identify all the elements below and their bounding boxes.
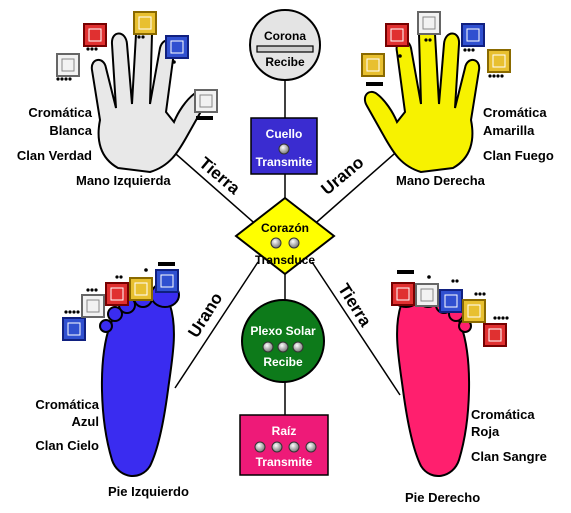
blue-glyph-icon xyxy=(155,269,179,293)
cuello-name: Cuello xyxy=(266,127,303,141)
left-foot xyxy=(99,282,180,477)
blue-glyph-icon xyxy=(461,23,485,47)
left-foot-chromatic-1: Cromática xyxy=(35,397,99,412)
right-hand-clan: Clan Fuego xyxy=(483,148,554,163)
left-foot-name: Pie Izquierdo xyxy=(108,484,189,499)
corona-name: Corona xyxy=(264,29,306,43)
right-hand-chromatic-1: Cromática xyxy=(483,105,547,120)
white-glyph-icon xyxy=(81,294,105,318)
right-hand-name: Mano Derecha xyxy=(396,173,485,188)
axis-label-lower-left: Urano xyxy=(184,289,226,341)
left-foot-chromatic-2: Azul xyxy=(71,414,99,429)
white-glyph-icon xyxy=(415,283,439,307)
yellow-glyph-icon xyxy=(129,277,153,301)
left-hand-name: Mano Izquierda xyxy=(76,173,171,188)
left-hand-chromatic-1: Cromática xyxy=(28,105,92,120)
cuello-role: Transmite xyxy=(256,155,313,169)
yellow-glyph-icon xyxy=(462,299,486,323)
red-glyph-icon xyxy=(105,282,129,306)
corona-node: Corona Recibe xyxy=(249,9,321,81)
white-glyph-icon xyxy=(194,89,218,113)
cuello-node: Cuello Transmite xyxy=(250,117,318,175)
white-glyph-icon xyxy=(417,11,441,35)
white-glyph-icon xyxy=(56,53,80,77)
left-hand-clan: Clan Verdad xyxy=(16,148,92,163)
red-glyph-icon xyxy=(83,23,107,47)
right-foot-chromatic-1: Cromática xyxy=(471,407,535,422)
corazon-name: Corazón xyxy=(261,221,309,235)
raiz-name: Raíz xyxy=(272,424,297,438)
right-hand-chromatic-2: Amarilla xyxy=(483,123,535,138)
corona-role: Recibe xyxy=(265,55,305,69)
glyph-tiles xyxy=(56,11,511,347)
right-foot-clan: Clan Sangre xyxy=(471,449,547,464)
blue-glyph-icon xyxy=(439,289,463,313)
right-hand xyxy=(363,22,481,174)
right-foot-name: Pie Derecho xyxy=(405,490,481,505)
raiz-node: Raíz Transmite xyxy=(239,414,329,476)
red-glyph-icon xyxy=(385,23,409,47)
corazon-role: Transduce xyxy=(255,253,315,267)
red-glyph-icon xyxy=(483,323,507,347)
plexo-role: Recibe xyxy=(263,355,303,369)
right-foot-chromatic-2: Roja xyxy=(471,424,500,439)
yellow-glyph-icon xyxy=(361,53,385,77)
plexo-solar-node: Plexo Solar Recibe xyxy=(241,299,325,383)
plexo-name: Plexo Solar xyxy=(250,324,316,338)
axis-label-upper-right: Urano xyxy=(318,153,368,199)
red-glyph-icon xyxy=(391,282,415,306)
connector-lines xyxy=(159,68,411,415)
left-foot-clan: Clan Cielo xyxy=(35,438,99,453)
blue-glyph-icon xyxy=(165,35,189,59)
blue-glyph-icon xyxy=(62,317,86,341)
raiz-role: Transmite xyxy=(256,455,313,469)
left-hand-chromatic-2: Blanca xyxy=(49,123,92,138)
yellow-glyph-icon xyxy=(487,49,511,73)
corazon-node: Corazón Transduce xyxy=(234,196,336,276)
yellow-glyph-icon xyxy=(133,11,157,35)
